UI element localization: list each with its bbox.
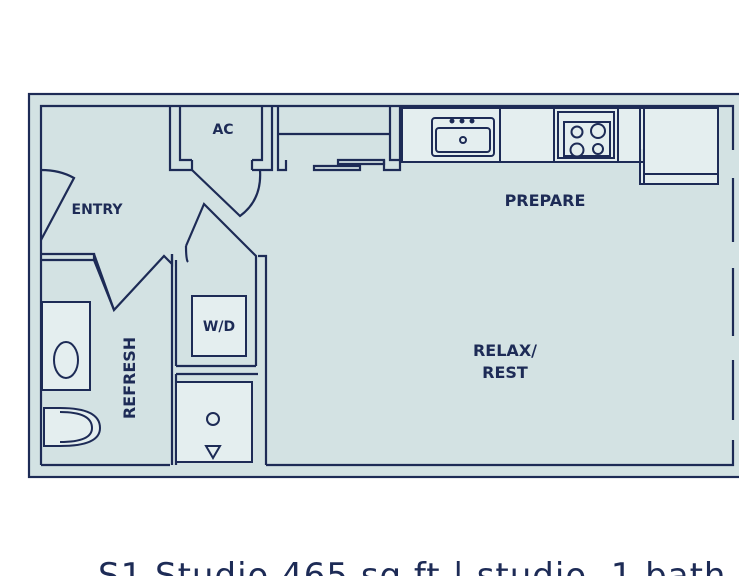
exterior-walls [27, 92, 739, 479]
label-refresh: REFRESH [120, 337, 139, 419]
counter-wall [276, 106, 402, 172]
washer-dryer-unit [191, 295, 247, 357]
ac-closet-walls [168, 106, 274, 218]
cooktop-icon [557, 111, 615, 159]
entry-door [39, 168, 76, 241]
label-rest: REST [482, 363, 528, 382]
toilet-icon [43, 407, 102, 447]
shower-icon [175, 381, 253, 463]
label-ac: AC [212, 122, 233, 138]
label-entry: ENTRY [72, 202, 124, 218]
bathroom-vanity-icon [41, 301, 91, 391]
label-washer-dryer: W/D [203, 319, 235, 335]
kitchen-sink-icon [431, 117, 495, 157]
label-prepare: PREPARE [505, 191, 586, 210]
plan-caption: S1 Studio 465 sq ft | studio, 1 bath [98, 556, 727, 576]
label-relax: RELAX/ [473, 341, 537, 360]
